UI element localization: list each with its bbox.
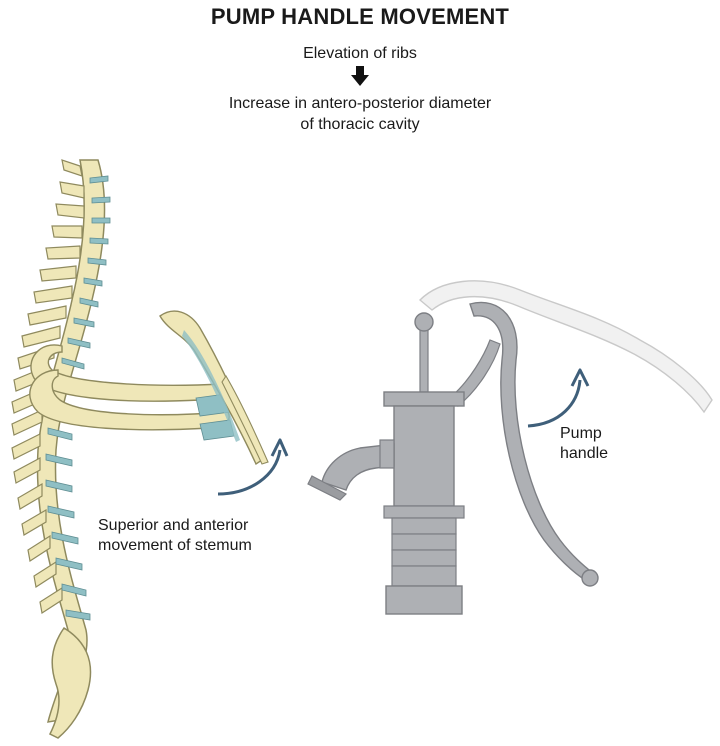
pump-caption-line1: Pump: [560, 425, 602, 442]
diagram-title: PUMP HANDLE MOVEMENT: [210, 4, 510, 29]
pump-spout: [321, 443, 395, 491]
sternum-caption-line1: Superior and anterior: [98, 517, 249, 534]
elevation-text: Elevation of ribs: [303, 45, 417, 62]
sacrum: [48, 626, 92, 739]
sternum-caption-line2: movement of stemum: [98, 537, 252, 554]
pump-barrel: [393, 405, 455, 507]
water-pump: [307, 280, 713, 615]
handle-movement-arrow: [527, 368, 590, 428]
pump-handle-caption: Pump handle: [560, 424, 650, 464]
down-arrow-icon: [351, 66, 369, 86]
handle-raised: [418, 280, 713, 414]
pump-base: [385, 585, 463, 615]
sternum-movement-arrow: [217, 438, 289, 496]
sternum-caption: Superior and anterior movement of stemum: [98, 516, 328, 556]
diameter-text-line1: Increase in antero-posterior diameter: [228, 95, 492, 112]
ribs: [29, 310, 269, 466]
diameter-text-line2: of thoracic cavity: [300, 116, 420, 133]
pump-cap: [383, 391, 465, 407]
spine: [11, 159, 111, 739]
pump-caption-line2: handle: [560, 445, 609, 462]
